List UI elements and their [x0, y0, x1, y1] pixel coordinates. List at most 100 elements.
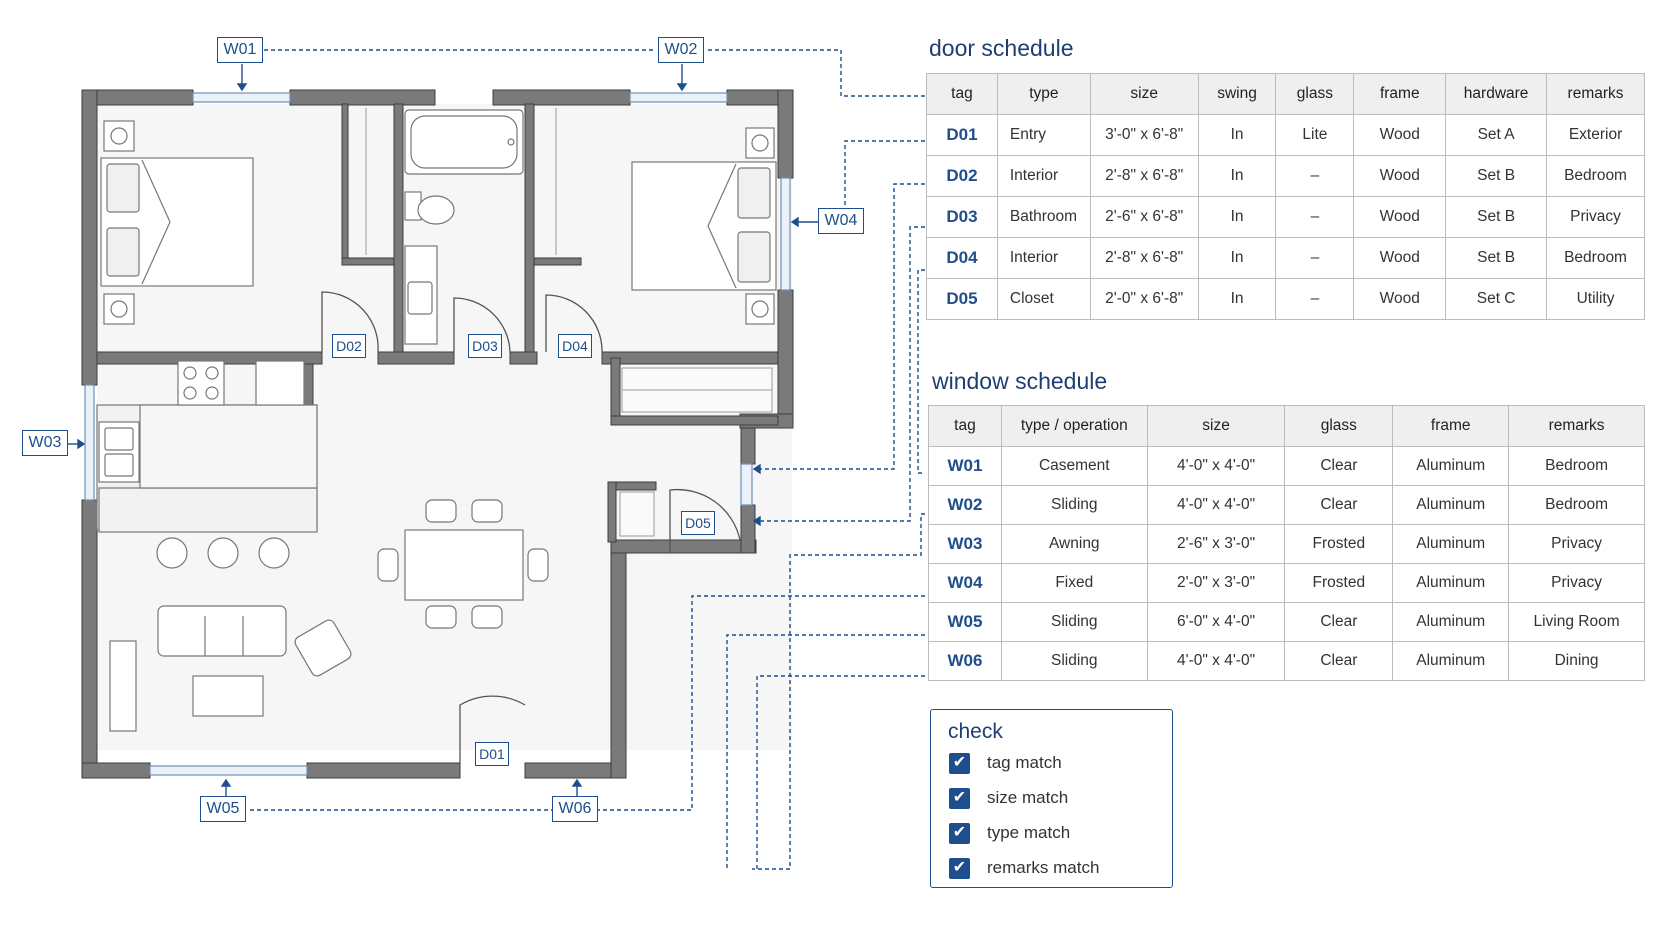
check-item-label: type match [987, 823, 1071, 842]
door-col-header: swing [1197, 73, 1277, 115]
door-cell: – [1275, 196, 1355, 238]
door-cell: Exterior [1546, 114, 1645, 156]
door-cell: Set B [1445, 155, 1548, 197]
window-cell: Clear [1284, 485, 1394, 525]
door-tag-cell: D04 [926, 237, 998, 279]
window-cell: Clear [1284, 641, 1394, 681]
door-cell: Wood [1353, 155, 1447, 197]
window-cell: 6'-0" x 4'-0" [1146, 602, 1286, 642]
window-col-header: size [1146, 405, 1286, 447]
door-tag-d03: D03 [468, 334, 502, 358]
door-cell: Set B [1445, 237, 1548, 279]
window-cell: Bedroom [1508, 446, 1645, 486]
door-cell: Wood [1353, 114, 1447, 156]
door-tag-cell: D01 [926, 114, 998, 156]
door-cell: Set C [1445, 278, 1548, 320]
door-cell: Interior [996, 155, 1091, 197]
door-cell: Bedroom [1546, 237, 1645, 279]
door-cell: Bedroom [1546, 155, 1645, 197]
window-tag-cell: W03 [928, 524, 1002, 564]
window-tag-w03: W03 [22, 430, 68, 456]
bed-right [631, 127, 777, 325]
window-cell: Clear [1284, 602, 1394, 642]
door-cell: Wood [1353, 237, 1447, 279]
window-cell: Casement [1000, 446, 1148, 486]
checkbox-checked-icon[interactable]: ✔ [949, 787, 970, 809]
walls [81, 89, 794, 779]
door-tag-cell: D02 [926, 155, 998, 197]
check-panel: check ✔tag match✔size match✔type match✔r… [930, 709, 1173, 888]
window-schedule-title: window schedule [932, 368, 1108, 394]
door-cell: – [1275, 155, 1355, 197]
window-cell: Awning [1000, 524, 1148, 564]
checkbox-checked-icon[interactable]: ✔ [949, 857, 970, 879]
bed-left [100, 120, 254, 325]
window-col-header: frame [1392, 405, 1510, 447]
door-cell: Utility [1546, 278, 1645, 320]
window-tag-w05: W05 [200, 796, 246, 822]
window-cell: Sliding [1000, 641, 1148, 681]
door-cell: 2'-8" x 6'-8" [1089, 155, 1199, 197]
check-item-label: size match [987, 788, 1069, 807]
door-tag-cell: D03 [926, 196, 998, 238]
door-col-header: type [996, 73, 1091, 115]
door-swings [321, 291, 741, 763]
door-col-header: frame [1353, 73, 1447, 115]
door-cell: – [1275, 278, 1355, 320]
door-cell: Set B [1445, 196, 1548, 238]
door-tag-d05: D05 [681, 511, 715, 535]
door-cell: Interior [996, 237, 1091, 279]
window-cell: Aluminum [1392, 563, 1510, 603]
living-furniture [109, 605, 352, 732]
check-item-remarks-match[interactable]: ✔ remarks match [949, 855, 1099, 881]
window-cell: Privacy [1508, 524, 1645, 564]
window-col-header: glass [1284, 405, 1394, 447]
door-tag-cell: D05 [926, 278, 998, 320]
check-item-label: remarks match [987, 858, 1100, 877]
window-cell: 2'-6" x 3'-0" [1146, 524, 1286, 564]
window-tag-cell: W02 [928, 485, 1002, 525]
window-tag-cell: W04 [928, 563, 1002, 603]
window-cell: 2'-0" x 3'-0" [1146, 563, 1286, 603]
bathroom-fixtures [404, 109, 524, 345]
kitchen-fixtures [96, 360, 318, 569]
dining-set [377, 499, 549, 629]
window-cell: Living Room [1508, 602, 1645, 642]
window-tag-w06: W06 [552, 796, 598, 822]
window-tag-w01: W01 [217, 37, 263, 63]
check-item-tag-match[interactable]: ✔tag match [949, 750, 1062, 776]
door-cell: Entry [996, 114, 1091, 156]
check-item-type-match[interactable]: ✔ type match [949, 820, 1070, 846]
door-cell: Bathroom [996, 196, 1091, 238]
check-item-size-match[interactable]: ✔ size match [949, 785, 1068, 811]
door-tag-d02: D02 [332, 334, 366, 358]
window-cell: Aluminum [1392, 641, 1510, 681]
leader-arrows [66, 64, 818, 796]
window-cell: Aluminum [1392, 446, 1510, 486]
window-cell: Sliding [1000, 485, 1148, 525]
door-cell: In [1197, 196, 1277, 238]
door-cell: In [1197, 155, 1277, 197]
door-cell: 2'-8" x 6'-8" [1089, 237, 1199, 279]
window-cell: 4'-0" x 4'-0" [1146, 485, 1286, 525]
window-cell: Aluminum [1392, 485, 1510, 525]
checkbox-checked-icon[interactable]: ✔ [949, 822, 970, 844]
door-cell: 3'-0" x 6'-8" [1089, 114, 1199, 156]
door-tag-d01: D01 [475, 742, 509, 766]
window-openings [84, 92, 791, 776]
checkbox-checked-icon[interactable]: ✔ [949, 752, 970, 774]
